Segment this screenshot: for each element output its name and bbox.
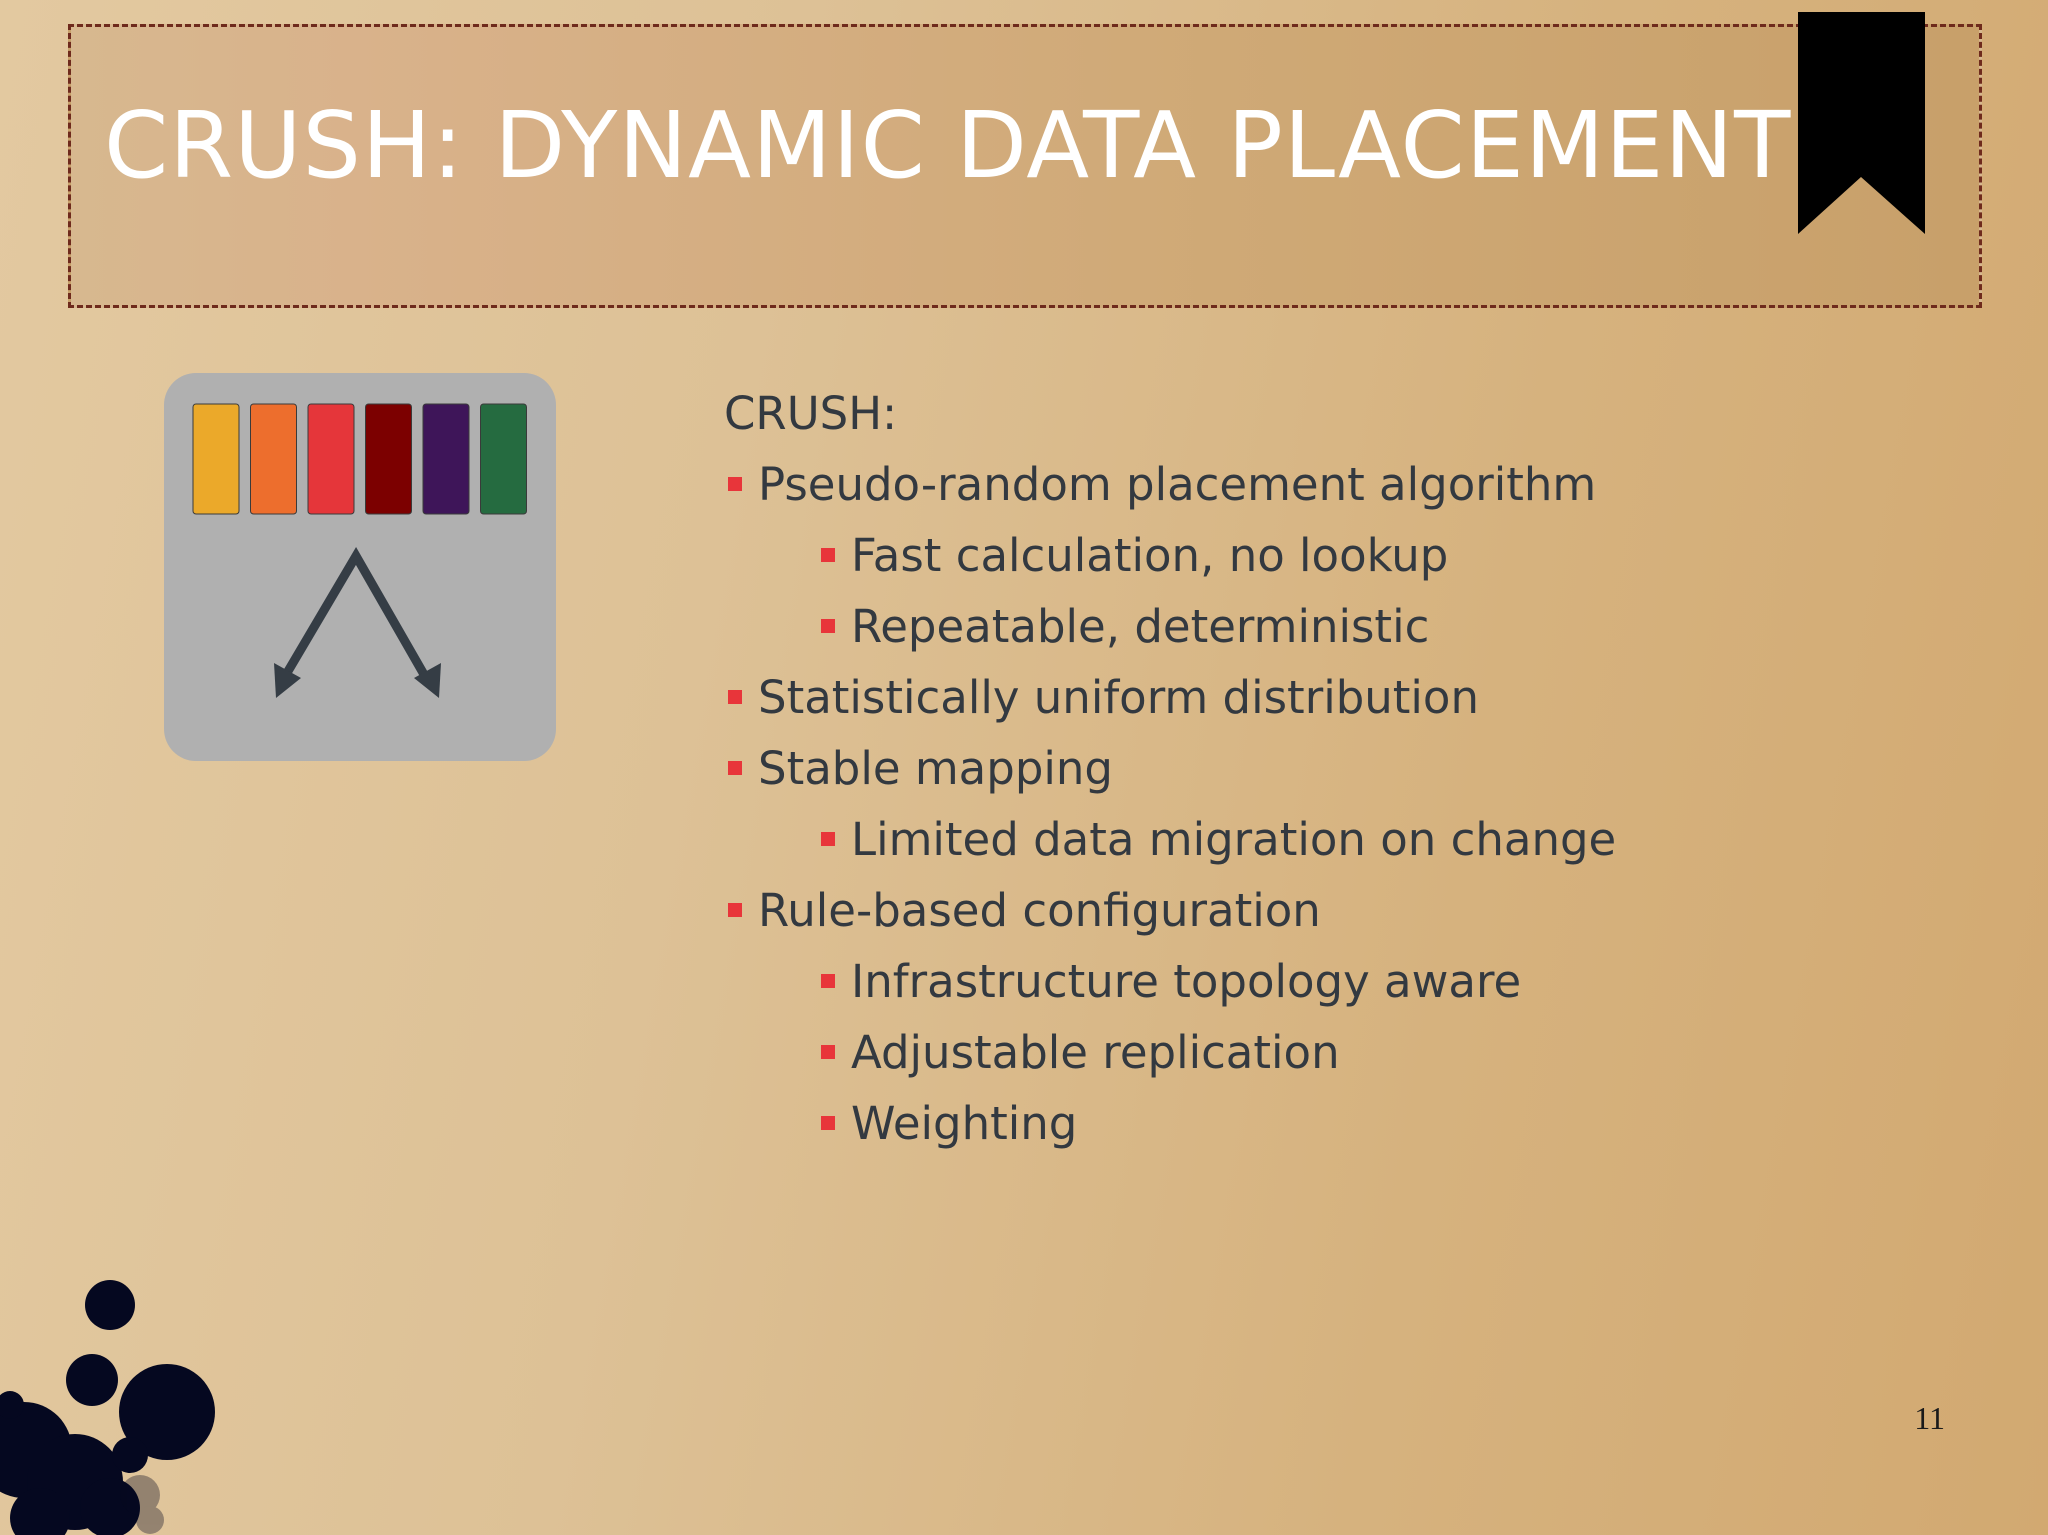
data-blocks xyxy=(192,403,527,515)
bullet-item: Statistically uniform distribution xyxy=(724,662,1924,733)
data-block xyxy=(307,403,355,515)
bullet-marker-icon xyxy=(821,832,835,846)
bullet-item: Limited data migration on change xyxy=(724,804,1924,875)
content-heading: CRUSH: xyxy=(724,387,898,440)
title-frame xyxy=(68,24,1982,308)
bullet-item: Rule-based configuration xyxy=(724,875,1924,946)
bullet-item: Adjustable replication xyxy=(724,1017,1924,1088)
bullet-marker-icon xyxy=(728,690,742,704)
page-number: 11 xyxy=(1914,1400,1945,1436)
bullet-text: Adjustable replication xyxy=(851,1026,1340,1079)
bullet-item: Repeatable, deterministic xyxy=(724,591,1924,662)
bullet-marker-icon xyxy=(728,477,742,491)
page-title: CRUSH: DYNAMIC DATA PLACEMENT xyxy=(104,92,1792,199)
bullet-text: Statistically uniform distribution xyxy=(758,671,1479,724)
ink-splatter-decoration xyxy=(0,1280,215,1535)
bullet-item: Infrastructure topology aware xyxy=(724,946,1924,1017)
bullet-item: Fast calculation, no lookup xyxy=(724,520,1924,591)
bullet-marker-icon xyxy=(728,903,742,917)
data-block xyxy=(192,403,240,515)
bullet-marker-icon xyxy=(821,974,835,988)
bullet-marker-icon xyxy=(821,619,835,633)
bullet-marker-icon xyxy=(821,1116,835,1130)
crush-diagram xyxy=(192,403,527,698)
data-block xyxy=(250,403,297,515)
bullet-item: Stable mapping xyxy=(724,733,1924,804)
bullet-text: Fast calculation, no lookup xyxy=(851,529,1449,582)
bullet-item: Weighting xyxy=(724,1088,1924,1159)
bullet-text: Repeatable, deterministic xyxy=(851,600,1430,653)
bullet-content: CRUSH: Pseudo-random placement algorithm… xyxy=(724,378,1924,1159)
bullet-text: Weighting xyxy=(851,1097,1078,1150)
bullet-text: Pseudo-random placement algorithm xyxy=(758,458,1597,511)
bullet-marker-icon xyxy=(821,1045,835,1059)
bullet-marker-icon xyxy=(821,548,835,562)
data-block xyxy=(365,403,412,515)
bullet-text: Limited data migration on change xyxy=(851,813,1617,866)
data-block xyxy=(480,403,527,515)
crush-placement-icon xyxy=(164,373,556,761)
bullet-text: Stable mapping xyxy=(758,742,1113,795)
split-arrows-icon xyxy=(279,547,431,683)
bullet-text: Infrastructure topology aware xyxy=(851,955,1522,1008)
bullet-item: Pseudo-random placement algorithm xyxy=(724,449,1924,520)
arrow-head-right xyxy=(414,663,441,698)
bookmark-icon xyxy=(1798,12,1925,234)
data-block xyxy=(422,403,470,515)
arrow-head-left xyxy=(274,663,301,698)
bullet-text: Rule-based configuration xyxy=(758,884,1321,937)
bullet-marker-icon xyxy=(728,761,742,775)
